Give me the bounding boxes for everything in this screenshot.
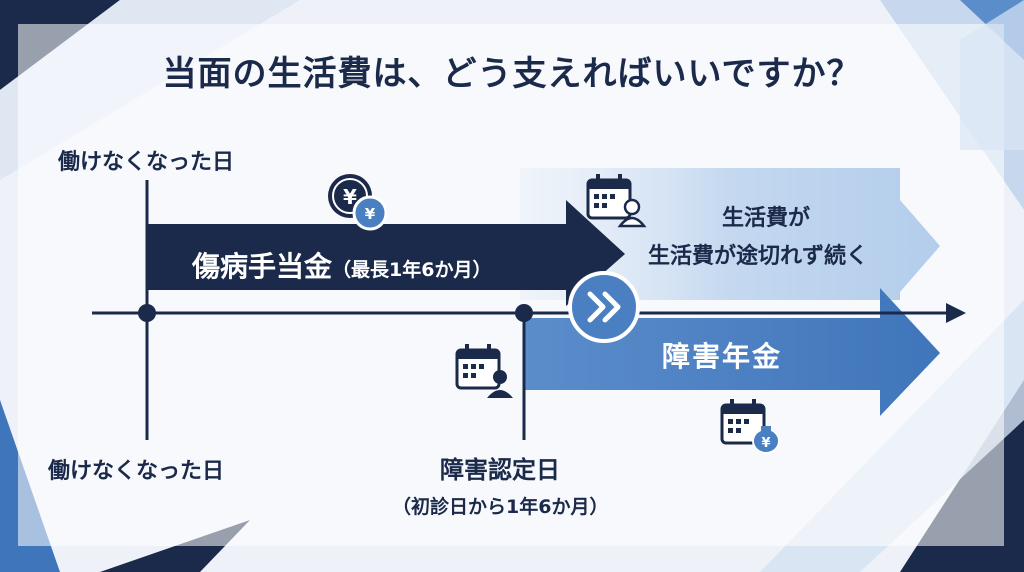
continuation-label-line1: 生活費が [722, 206, 811, 231]
fast-forward-icon [568, 271, 640, 343]
shoubyou-benefit-duration: （最長1年6か月） [332, 259, 492, 281]
start-marker-dot [138, 304, 156, 322]
certification-date-label: 障害認定日 [440, 456, 560, 484]
start-date-label-top: 働けなくなった日 [58, 150, 235, 175]
timeline-axis-arrowhead [946, 303, 966, 323]
shoubyou-benefit-label: 傷病手当金（最長1年6か月） [192, 245, 491, 285]
shoubyou-arrow [147, 200, 625, 306]
page-title: 当面の生活費は、どう支えればいいですか？ [162, 54, 862, 94]
certification-marker-dot [515, 304, 533, 322]
calendar-yen-bag-icon: ¥ [720, 399, 780, 454]
yen-bag-symbol: ¥ [761, 436, 770, 451]
shougai-benefit-label: 障害年金 [662, 340, 783, 373]
calendar-person-icon [586, 174, 647, 228]
certification-date-sublabel: （初診日から1年6か月） [392, 496, 609, 518]
shoubyou-benefit-title: 傷病手当金 [192, 250, 333, 283]
yen-symbol-large: ¥ [343, 185, 357, 209]
start-date-label-bottom: 働けなくなった日 [48, 459, 225, 484]
calendar-person-icon-2 [455, 344, 513, 398]
continuation-label-line2: 生活費が途切れず続く [648, 244, 869, 269]
yen-symbol-small: ¥ [365, 205, 376, 223]
yen-coins-icon: ¥ ¥ [328, 174, 388, 231]
